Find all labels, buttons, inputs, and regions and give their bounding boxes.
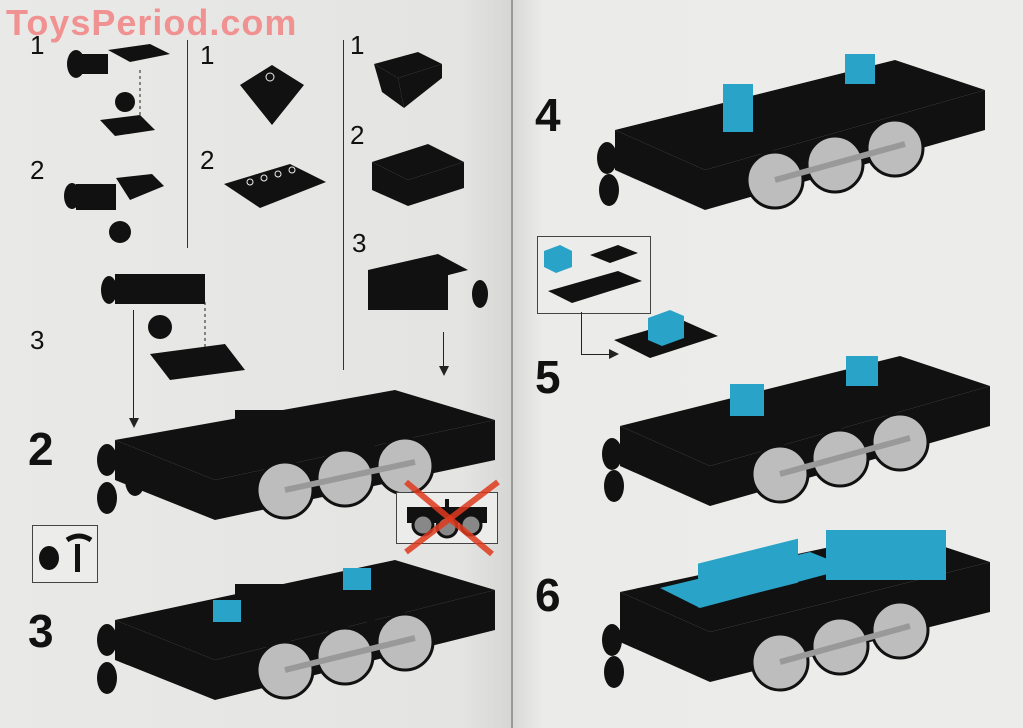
- column-divider: [343, 40, 344, 370]
- page-spine: [511, 0, 513, 728]
- arrowhead: [439, 366, 449, 376]
- parts-1x2-brick-and-plates-icon: [544, 245, 642, 303]
- buffer-assembly-illustration: [64, 174, 164, 243]
- step-3-chassis-illustration: [97, 560, 495, 700]
- red-cross-icon: [404, 479, 500, 557]
- substep-number: 3: [352, 228, 367, 258]
- arrowhead: [609, 349, 619, 359]
- callout-connector: [581, 354, 611, 355]
- step-number: 5: [535, 351, 561, 403]
- inverted-slope-illustration: [374, 52, 442, 108]
- step-5-plate-subassembly-illustration: [614, 310, 718, 358]
- parts-callout-box: [537, 236, 651, 314]
- arrowhead: [129, 418, 139, 428]
- chassis-front-subassembly-illustration: [368, 254, 488, 310]
- substep-number: 2: [200, 145, 215, 175]
- step-number: 2: [28, 423, 54, 475]
- brick-2x4-illustration: [372, 144, 464, 206]
- step-5-chassis-illustration: [602, 356, 990, 506]
- invalid-example-box: [396, 492, 498, 544]
- step-number: 6: [535, 569, 561, 621]
- watermark: ToysPeriod.com: [6, 2, 298, 43]
- substep-number: 2: [350, 120, 365, 150]
- wheel-and-coupler-parts-icon: [39, 533, 93, 572]
- slope-brick-illustration: [240, 65, 304, 125]
- substep-number: 1: [350, 30, 365, 60]
- parts-callout-box: [32, 525, 98, 583]
- step-4-chassis-illustration: [597, 54, 985, 210]
- column-divider: [187, 40, 188, 248]
- assembly-arrow: [443, 332, 444, 368]
- substep-number: 1: [30, 30, 45, 60]
- plate-2x6-illustration: [224, 164, 326, 208]
- substep-number: 3: [30, 325, 45, 355]
- step-number: 3: [28, 605, 54, 657]
- step-number: 4: [535, 89, 561, 141]
- step-6-chassis-illustration: [602, 530, 990, 692]
- substep-number: 1: [200, 40, 215, 70]
- buffer-assembly-illustration: [67, 44, 170, 136]
- assembly-arrow: [133, 310, 134, 420]
- buffer-assembly-illustration: [101, 274, 245, 380]
- step-2-chassis-illustration: [97, 390, 495, 520]
- callout-connector: [581, 312, 582, 354]
- substep-number: 2: [30, 155, 45, 185]
